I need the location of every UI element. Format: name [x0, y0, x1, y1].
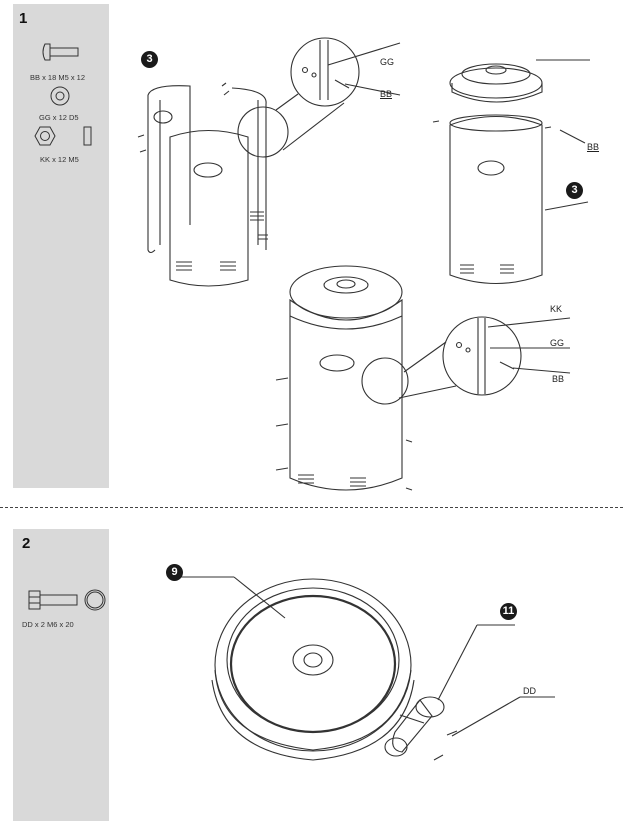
- part-reference-badge: 3: [566, 182, 583, 199]
- part-label-gg: GG x 12 D5: [39, 113, 79, 122]
- callout-bb: BB: [552, 374, 565, 384]
- heater-shell-halves: [137, 37, 401, 287]
- heater-base-and-wheel: [178, 576, 555, 761]
- washer-icon: [50, 86, 70, 106]
- parts-panel-step-1: [13, 4, 109, 488]
- part-reference-badge: 9: [166, 564, 183, 581]
- callout-kk: KK: [550, 304, 563, 314]
- part-label-bb: BB x 18 M5 x 12: [30, 73, 86, 82]
- callout-dd: DD: [523, 686, 536, 696]
- callout-bb: BB: [587, 142, 600, 152]
- bolt-icon: [28, 590, 78, 610]
- step-number-2: 2: [22, 535, 31, 552]
- parts-panel-step-2: [13, 529, 109, 821]
- washer-icon: [84, 589, 106, 611]
- bolt-icon: [42, 43, 79, 61]
- callout-gg: GG: [380, 57, 395, 67]
- part-reference-badge: 3: [141, 51, 158, 68]
- callout-gg: GG: [550, 338, 565, 348]
- heater-shell-assembled: [275, 265, 571, 491]
- step-divider: [0, 507, 623, 508]
- callout-bb: BB: [380, 89, 393, 99]
- part-label-kk: KK x 12 M5: [40, 155, 79, 164]
- step-number-1: 1: [19, 10, 28, 27]
- part-label-dd: DD x 2 M6 x 20: [22, 620, 74, 629]
- nut-icon: [34, 126, 92, 146]
- heater-shell-with-top: [432, 59, 590, 285]
- part-reference-badge: 11: [500, 603, 517, 620]
